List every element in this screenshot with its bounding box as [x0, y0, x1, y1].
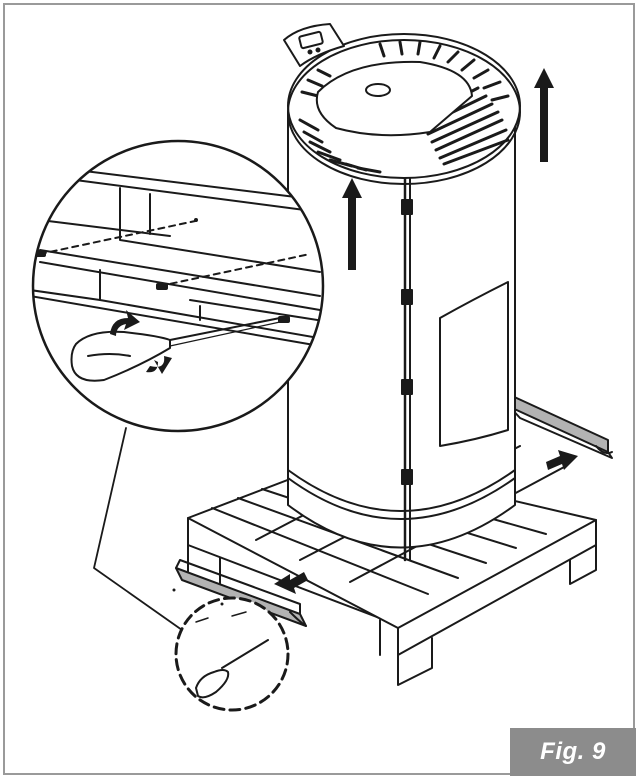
- arrow-up-icon: [342, 178, 362, 270]
- detail-magnifier: [31, 139, 325, 433]
- detail-circle-dashed: [172, 588, 290, 712]
- pellet-stove: [283, 23, 521, 562]
- arrow-down-left-icon: [274, 572, 308, 594]
- screwdriver-icon: [70, 317, 281, 382]
- figure-label: Fig. 9: [510, 728, 636, 776]
- screw-icon: [156, 283, 168, 290]
- rotate-icon: [110, 310, 172, 374]
- arrow-right-icon: [546, 450, 578, 470]
- callout-leader: [93, 427, 183, 631]
- screw-icon: [278, 316, 290, 323]
- right-bracket: [509, 394, 613, 459]
- left-bracket: [175, 559, 307, 627]
- arrow-up-icon: [534, 68, 554, 162]
- screwdriver-icon: [195, 639, 269, 699]
